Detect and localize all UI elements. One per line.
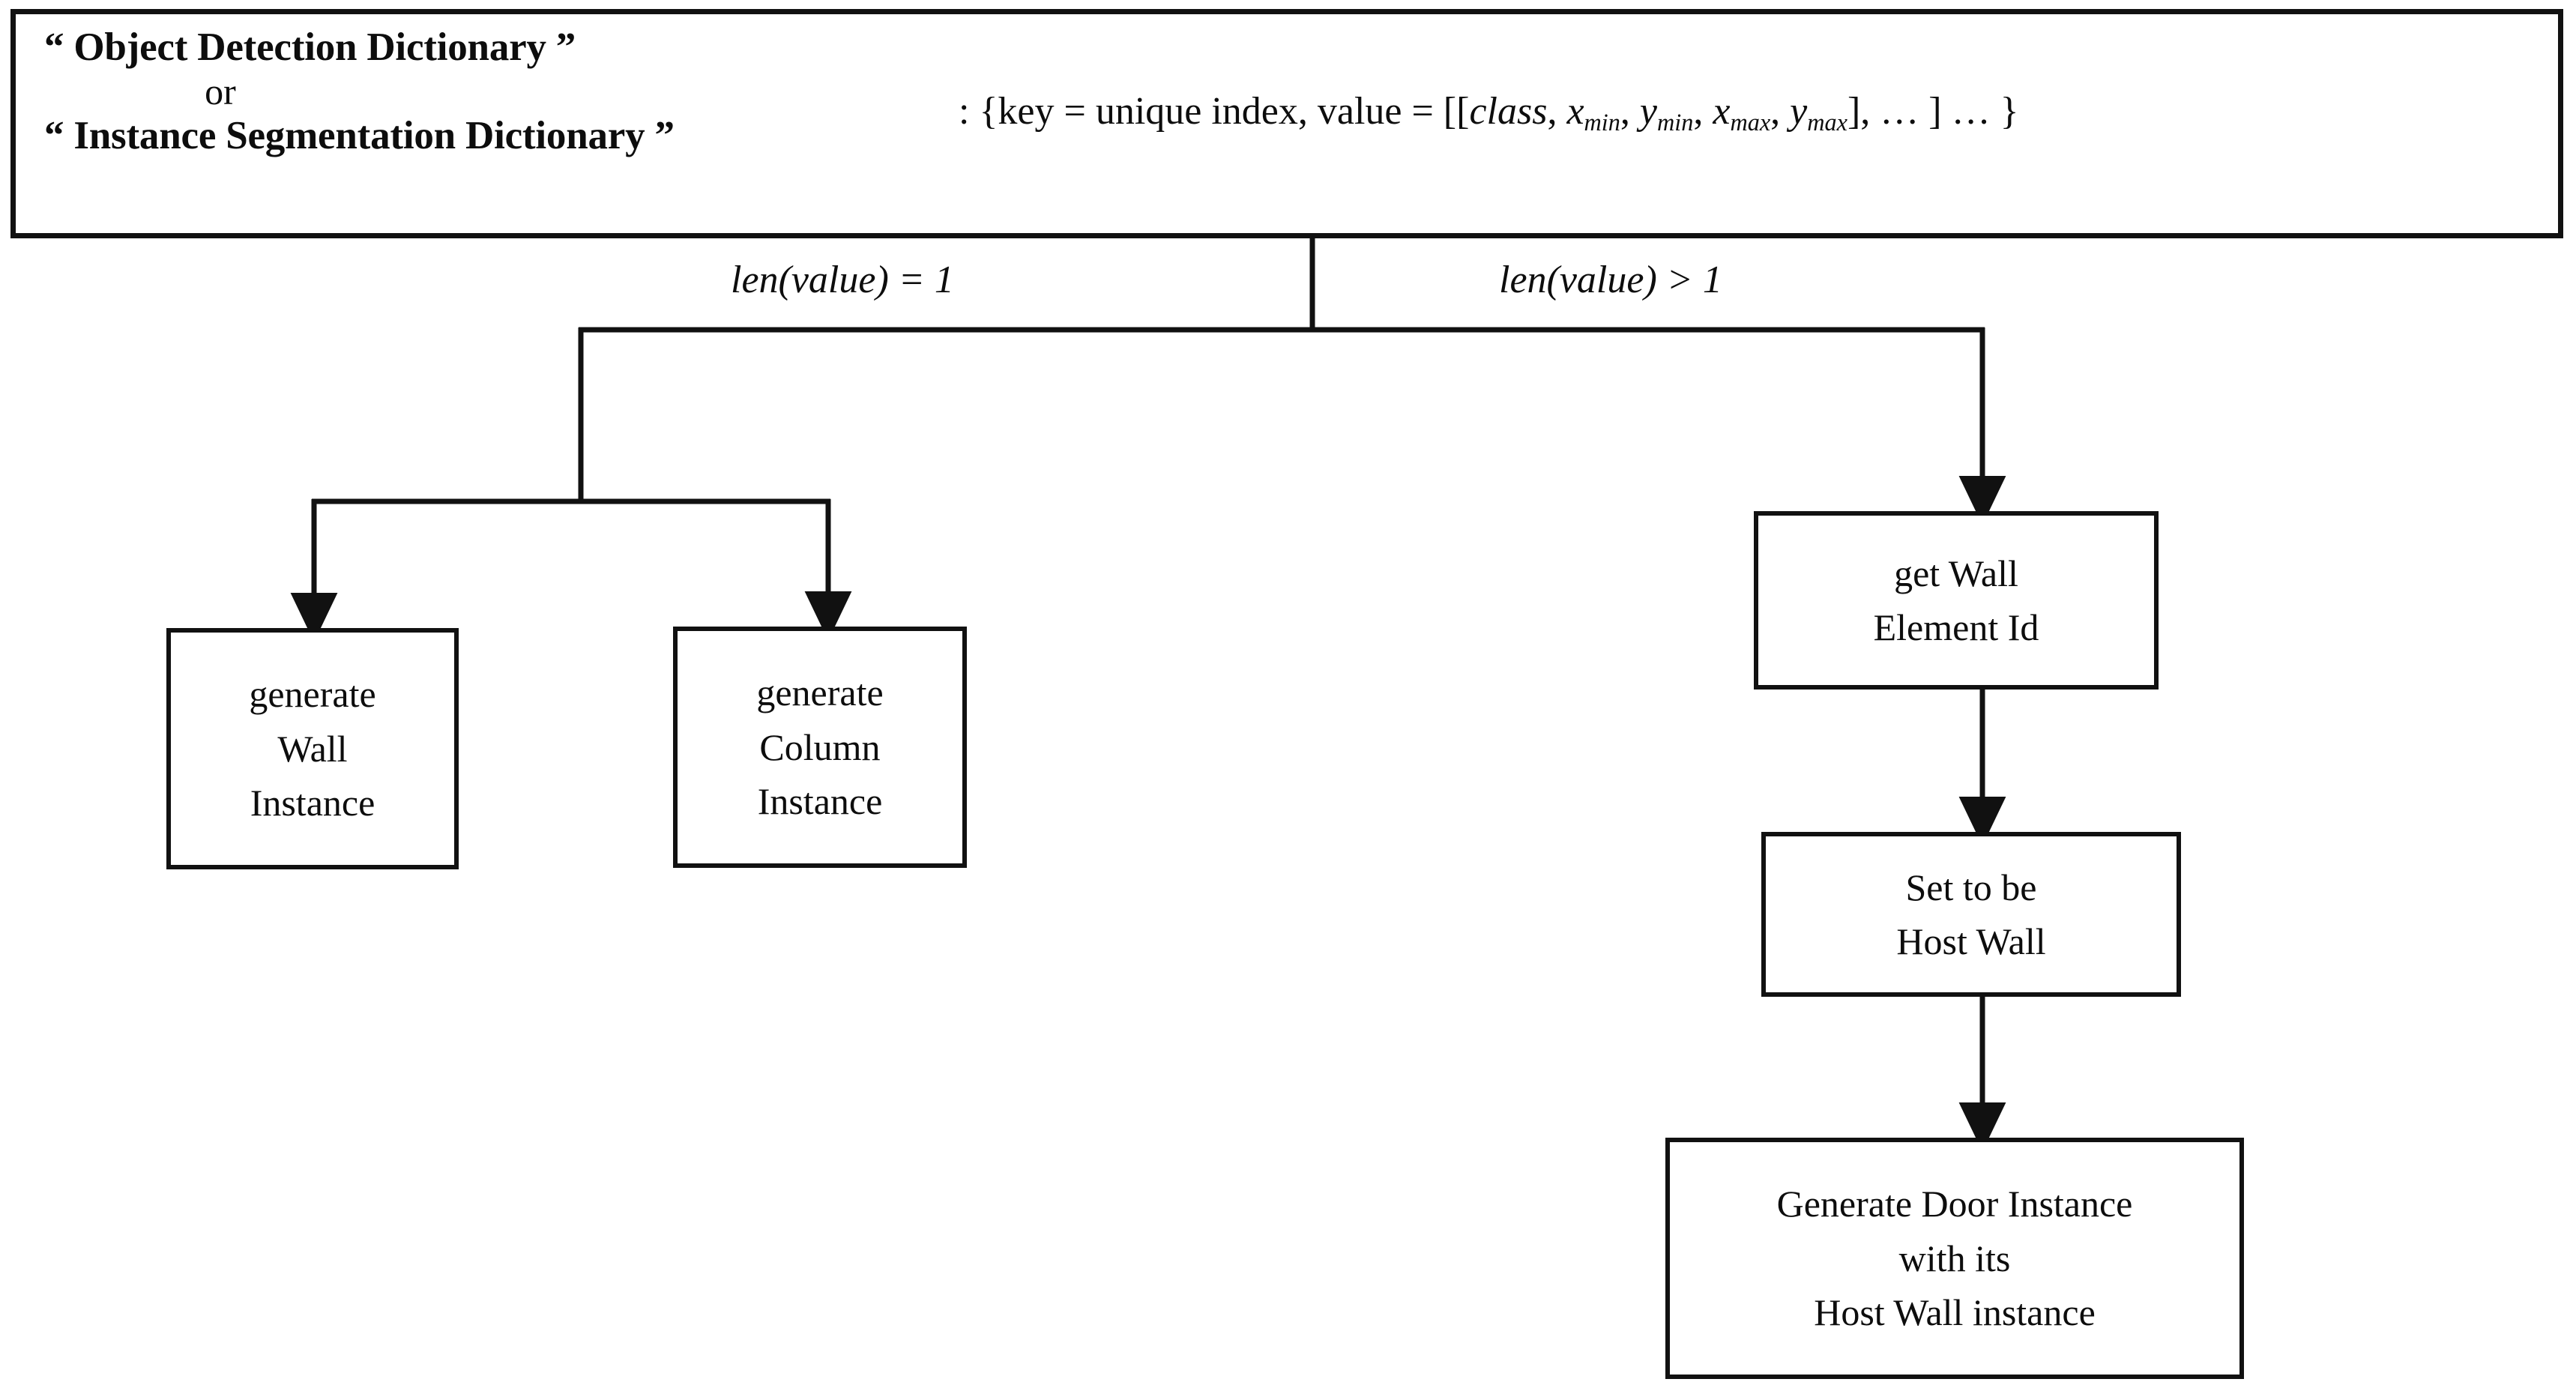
node-generate-wall-line-3: Instance [250, 782, 375, 824]
formula-ymin-subscript: min [1656, 109, 1694, 136]
formula-xmin-base: x [1566, 90, 1584, 133]
node-generate-door-line-1: Generate Door Instance [1776, 1183, 2133, 1225]
formula-xmin-variable: xmin [1566, 90, 1620, 136]
node-get-wall-element-id: get Wall Element Id [1754, 511, 2159, 690]
node-generate-door-line-2: with its [1898, 1237, 2011, 1279]
formula-xmax-subscript: max [1730, 109, 1771, 136]
node-generate-wall-line-2: Wall [277, 727, 348, 770]
formula-comma-3: , [1693, 90, 1713, 133]
formula-xmax-variable: xmax [1713, 90, 1771, 136]
dictionary-header-box: “ Object Detection Dictionary ” or “ Ins… [10, 9, 2563, 238]
node-generate-column-line-2: Column [759, 725, 881, 768]
node-get-wall-line-1: get Wall [1894, 552, 2018, 594]
node-generate-door-line-3: Host Wall instance [1814, 1291, 2096, 1334]
formula-class-variable: class [1469, 90, 1548, 133]
formula-xmax-base: x [1713, 90, 1731, 133]
formula-prefix: : {key = unique index, value = [[ [959, 90, 1470, 133]
formula-suffix: ], … ] … } [1847, 90, 2019, 133]
node-get-wall-line-2: Element Id [1873, 606, 2039, 648]
formula-ymax-variable: ymax [1790, 90, 1847, 136]
node-set-host-wall-line-2: Host Wall [1896, 920, 2046, 962]
formula-ymin-base: y [1639, 90, 1657, 133]
dictionary-names-group: “ Object Detection Dictionary ” or “ Ins… [44, 25, 944, 158]
formula-ymax-subscript: max [1807, 109, 1847, 136]
instance-segmentation-dictionary-title: “ Instance Segmentation Dictionary ” [44, 114, 675, 158]
dictionary-format-formula: : {key = unique index, value = [[class, … [959, 90, 2019, 136]
node-generate-wall-instance: generate Wall Instance [166, 628, 459, 869]
branch-label-len-equals-one: len(value) = 1 [731, 259, 954, 301]
node-set-to-be-host-wall: Set to be Host Wall [1761, 832, 2181, 997]
node-generate-column-instance: generate Column Instance [673, 627, 967, 868]
formula-comma-1: , [1547, 90, 1567, 133]
or-separator-label: or [205, 70, 236, 113]
formula-comma-2: , [1620, 90, 1640, 133]
formula-ymin-variable: ymin [1639, 90, 1694, 136]
node-set-host-wall-line-1: Set to be [1905, 866, 2037, 908]
node-generate-door-instance: Generate Door Instance with its Host Wal… [1665, 1138, 2244, 1379]
formula-ymax-base: y [1790, 90, 1808, 133]
formula-xmin-subscript: min [1584, 109, 1620, 136]
object-detection-dictionary-title: “ Object Detection Dictionary ” [44, 25, 576, 69]
formula-comma-4: , [1770, 90, 1791, 133]
node-generate-column-line-1: generate [756, 672, 884, 714]
node-generate-column-line-3: Instance [757, 780, 883, 823]
branch-label-len-greater-one: len(value) > 1 [1499, 259, 1722, 301]
node-generate-wall-line-1: generate [249, 673, 376, 716]
